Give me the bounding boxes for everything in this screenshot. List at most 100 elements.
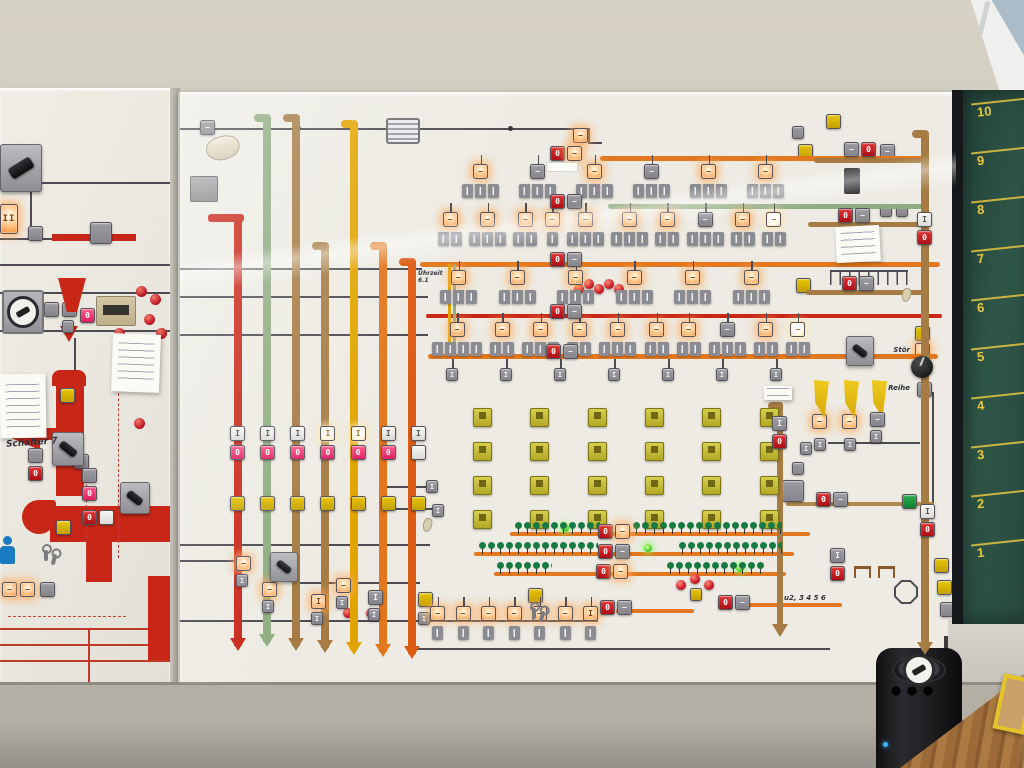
breaker-group[interactable]: − [557,597,573,640]
button[interactable]: 0 [546,344,561,359]
button[interactable]: 0 [816,492,831,507]
switch-cluster[interactable] [566,232,604,246]
meter-lamp[interactable]: I [662,368,674,381]
button[interactable]: 0 [917,230,932,245]
switch-cluster[interactable] [747,184,784,198]
indicator-lamp[interactable] [844,168,860,194]
on-button[interactable]: I [230,426,245,441]
switch-cluster[interactable] [513,232,538,246]
breaker-group[interactable]: − [615,261,653,304]
meter-button[interactable] [473,509,493,529]
breaker-group[interactable]: − [438,203,462,246]
switch-cluster[interactable] [440,290,477,304]
switch-cluster[interactable] [557,290,595,304]
indicator-lamp[interactable]: − [544,212,560,227]
indicator-lamp[interactable] [150,294,161,305]
switch-cluster[interactable] [585,626,596,640]
indicator-lamp[interactable]: − [449,322,465,337]
switch-cluster[interactable] [761,232,786,246]
button[interactable]: 0 [598,524,613,539]
switch-cluster[interactable] [655,232,680,246]
indicator-lamp[interactable]: − [587,164,602,179]
button[interactable]: 0 [830,566,845,581]
breaker-group[interactable]: − [785,313,810,356]
switch-cluster[interactable] [708,342,746,356]
off-button[interactable]: 0 [350,445,366,460]
button[interactable]: − [735,595,750,610]
indicator-lamp[interactable]: − [568,270,584,285]
switch-cluster[interactable] [469,232,507,246]
switch-cluster[interactable] [498,290,536,304]
panel-key[interactable] [41,544,52,561]
breaker-group[interactable]: − [686,203,724,246]
indicator-lamp[interactable]: − [573,128,588,143]
breaker-group[interactable]: − [440,261,477,304]
indicator-lamp[interactable] [418,592,433,607]
indicator-lamp[interactable]: − [735,212,751,227]
yellow-lamp[interactable] [320,496,336,511]
indicator-lamp[interactable]: I [583,606,598,621]
button[interactable]: − [262,582,277,597]
breaker-group[interactable]: − [761,203,786,246]
on-button[interactable]: I [290,426,306,441]
switch-cluster[interactable] [457,626,469,640]
indicator-lamp[interactable] [792,462,804,475]
meter-button[interactable] [473,441,493,461]
on-button[interactable]: I [320,426,336,441]
meter-unit[interactable]: I [446,359,458,381]
yellow-lamp[interactable] [380,496,396,511]
switch-cluster[interactable] [546,232,558,246]
indicator-lamp[interactable]: − [842,414,857,429]
button[interactable]: − [613,564,628,579]
indicator-lamp[interactable]: − [530,164,545,179]
indicator-lamp[interactable]: − [200,120,215,135]
off-button[interactable]: 0 [380,445,396,460]
breaker-group[interactable]: − [455,597,471,640]
indicator-lamp[interactable]: − [697,212,713,227]
on-button[interactable]: I [260,426,276,441]
breaker-group[interactable]: − [690,155,727,198]
indicator-lamp[interactable]: − [20,582,35,597]
breaker-group[interactable]: − [498,261,536,304]
switch-cluster[interactable] [730,232,755,246]
yellow-lamp[interactable] [350,496,366,511]
indicator-lamp[interactable] [796,278,811,293]
button-pair[interactable]: 0 [82,510,114,525]
breaker-group[interactable]: − [732,261,770,304]
panel-key[interactable] [529,602,540,619]
button-pair[interactable]: 0− [550,252,582,267]
button-pair[interactable]: −I [262,582,277,613]
indicator-lamp[interactable]: − [681,322,697,337]
breaker-group[interactable]: − [611,203,649,246]
rotary-switch[interactable] [52,432,84,466]
indicator-lamp[interactable] [156,328,167,339]
indicator-lamp[interactable]: − [494,322,510,337]
indicator-lamp[interactable]: − [430,606,445,621]
indicator-lamp[interactable] [792,126,804,139]
switch-cluster[interactable] [432,342,482,356]
off-button[interactable]: 0 [230,445,245,460]
breaker-group[interactable]: − [676,313,701,356]
meter-lamp[interactable]: I [554,368,566,381]
switch-cluster[interactable] [732,290,770,304]
indicator-lamp[interactable] [584,279,594,289]
breaker-group[interactable]: − [462,155,499,198]
switch-cluster[interactable] [559,626,571,640]
meter-unit[interactable]: I [662,359,674,381]
button[interactable]: 0 [600,600,615,615]
indicator-lamp[interactable]: − [622,212,638,227]
button-pair[interactable]: 0− [838,208,870,223]
indicator-lamp[interactable] [676,580,686,590]
switch-cluster[interactable] [611,232,649,246]
button[interactable]: − [617,600,632,615]
meter-lamp[interactable]: I [500,368,512,381]
button[interactable]: − [567,146,582,161]
button[interactable]: − [336,578,351,593]
button[interactable]: − [236,556,251,571]
button[interactable]: I [772,416,787,431]
indicator-lamp[interactable] [134,418,145,429]
